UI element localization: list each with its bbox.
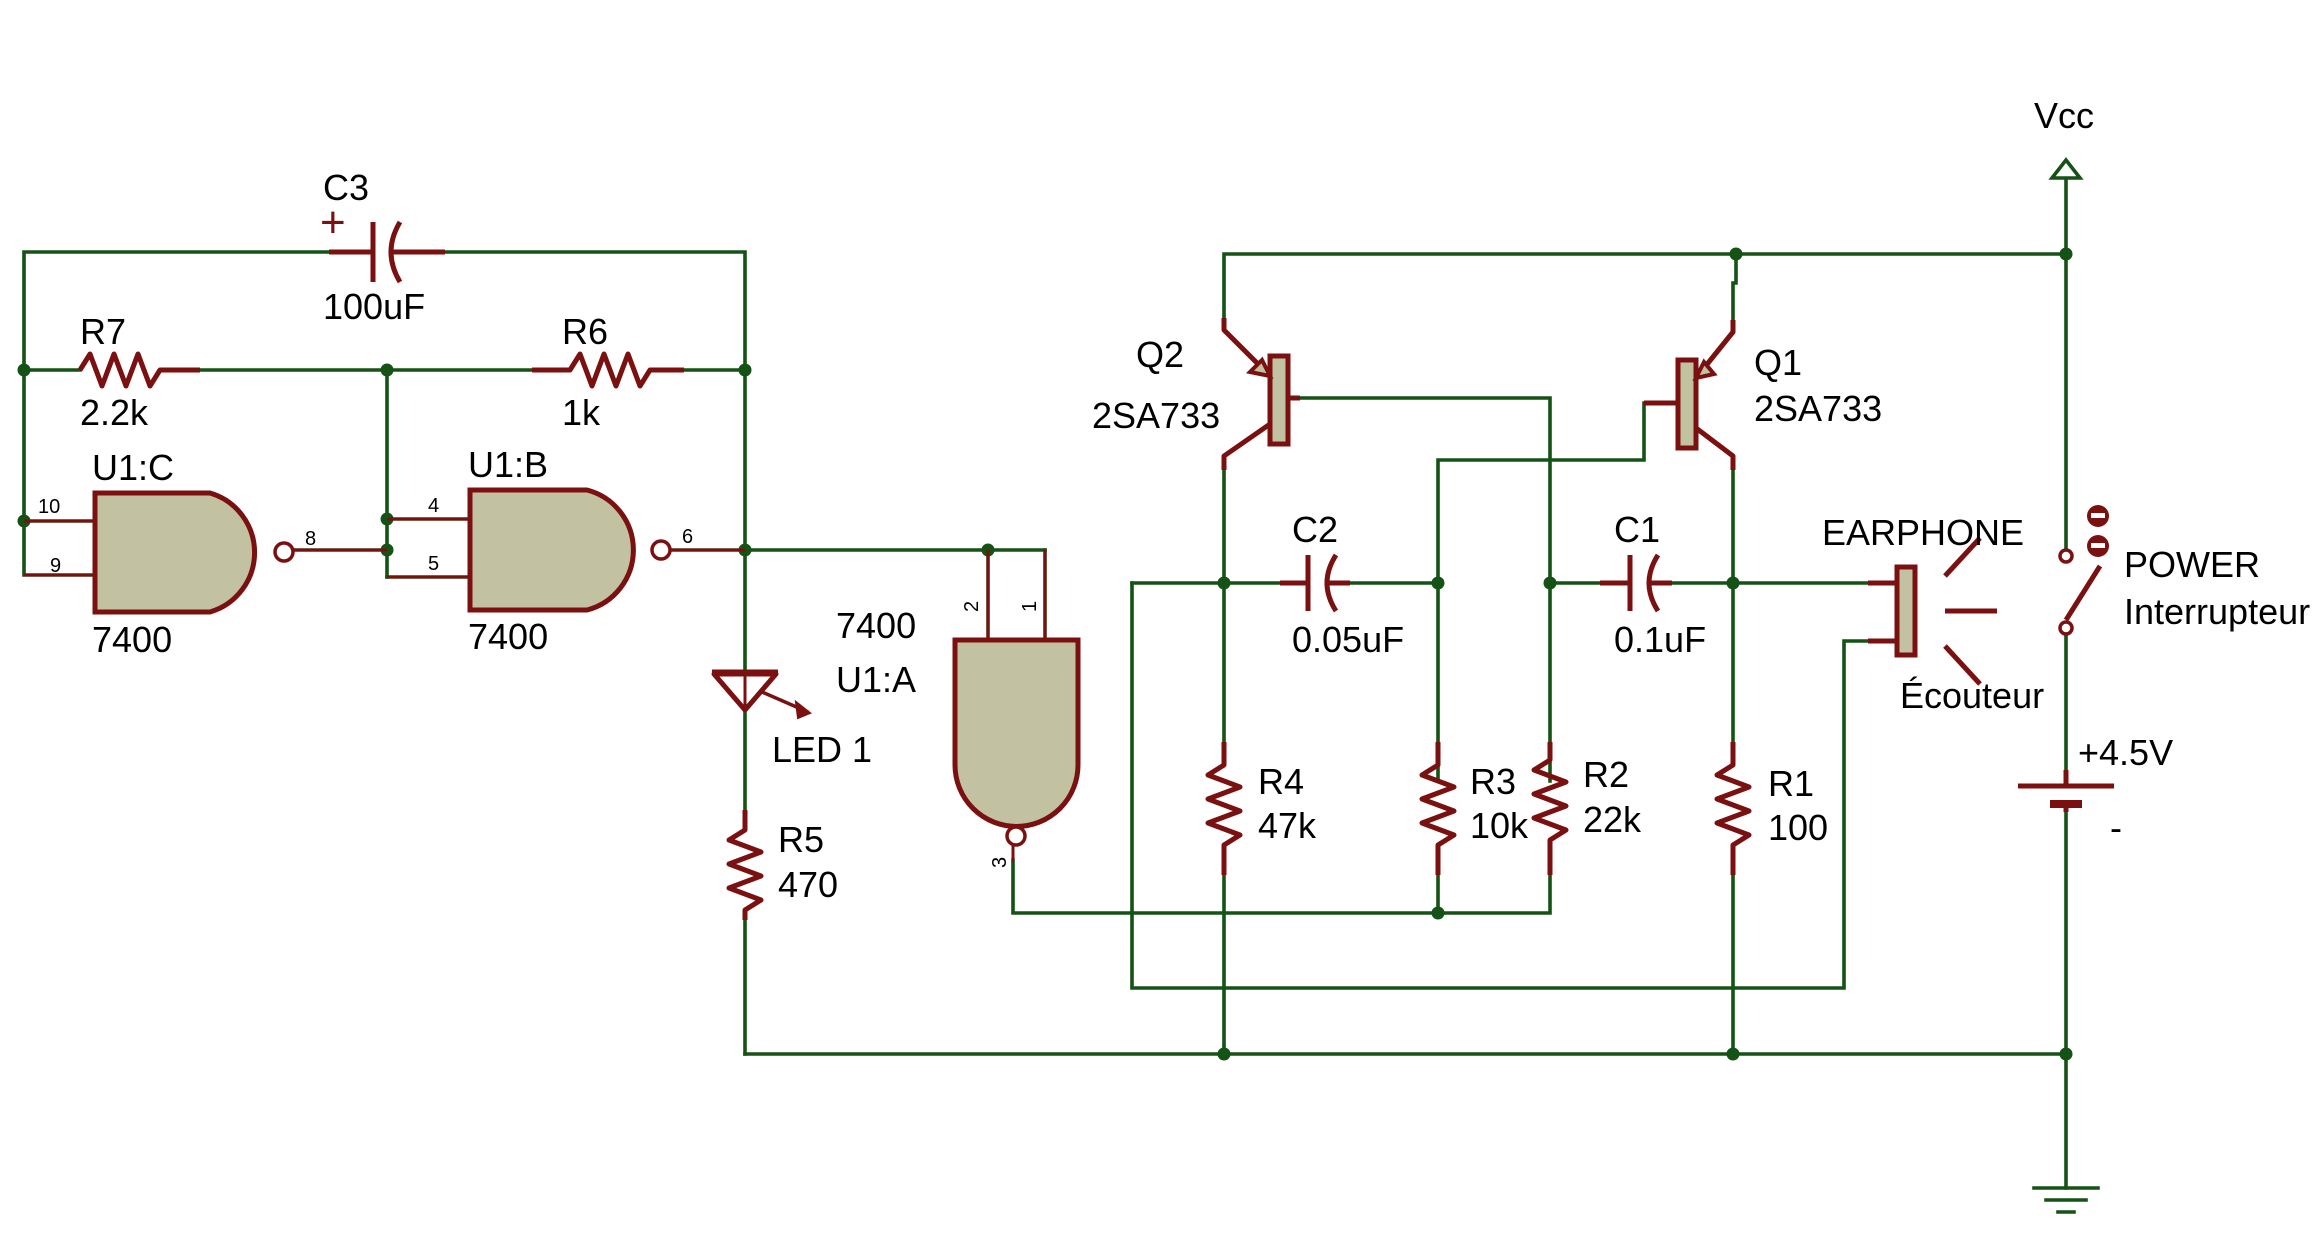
r2-value-label: 22k — [1583, 799, 1642, 840]
u1b-name-label: U1:B — [468, 444, 548, 485]
resistor-r1: R1 100 — [1714, 742, 1828, 875]
u1c-pin-8: 8 — [305, 528, 316, 550]
power-switch: POWER Interrupteur — [2058, 505, 2310, 636]
nand-gate-u1b: 4 5 6 U1:B 7400 — [387, 444, 745, 657]
r6-value-label: 1k — [562, 392, 601, 433]
q1-part-label: 2SA733 — [1754, 388, 1882, 429]
resistor-r3: R3 10k — [1419, 742, 1529, 875]
u1a-part-label: 7400 — [836, 605, 916, 646]
r4-value-label: 47k — [1258, 805, 1317, 846]
u1c-pin-10: 10 — [38, 496, 60, 518]
nand-gate-u1c: 10 9 8 U1:C 7400 — [24, 447, 387, 660]
switch-name-label: POWER — [2124, 544, 2260, 585]
r1-name-label: R1 — [1768, 763, 1814, 804]
earphone: EARPHONE Écouteur — [1822, 512, 2044, 716]
resistor-r4: R4 47k — [1205, 742, 1317, 875]
c2-value-label: 0.05uF — [1292, 619, 1404, 660]
vcc-label: Vcc — [2034, 95, 2094, 136]
r7-value-label: 2.2k — [80, 392, 149, 433]
u1b-pin-4: 4 — [428, 495, 439, 517]
vcc-terminal: Vcc — [2034, 95, 2094, 180]
led1-name-label: LED 1 — [772, 729, 872, 770]
resistor-r7: R7 2.2k — [77, 311, 200, 433]
q1-name-label: Q1 — [1754, 342, 1802, 383]
c1-value-label: 0.1uF — [1614, 619, 1706, 660]
c2-name-label: C2 — [1292, 509, 1338, 550]
ground-symbol — [2032, 1186, 2100, 1214]
led-1: LED 1 — [711, 669, 872, 770]
earphone-french-label: Écouteur — [1900, 675, 2044, 716]
r3-name-label: R3 — [1470, 761, 1516, 802]
capacitor-c3: + C3 100uF — [320, 167, 445, 327]
capacitor-c2: C2 0.05uF — [1280, 509, 1404, 660]
r4-name-label: R4 — [1258, 761, 1304, 802]
u1c-part-label: 7400 — [92, 619, 172, 660]
u1b-pin-6: 6 — [682, 526, 693, 548]
u1c-pin-9: 9 — [50, 555, 61, 577]
switch-french-label: Interrupteur — [2124, 591, 2310, 632]
c3-value-label: 100uF — [323, 286, 425, 327]
c3-polarity-plus: + — [320, 198, 346, 247]
resistor-r2: R2 22k — [1531, 742, 1642, 875]
u1b-part-label: 7400 — [468, 616, 548, 657]
u1c-name-label: U1:C — [92, 447, 174, 488]
transistor-q1: Q1 2SA733 — [1644, 320, 1882, 470]
q2-name-label: Q2 — [1136, 334, 1184, 375]
u1b-pin-5: 5 — [428, 553, 439, 575]
transistor-q2: Q2 2SA733 — [1092, 318, 1300, 470]
battery-minus-label: - — [2110, 807, 2122, 848]
nand-gate-u1a: 2 1 3 7400 U1:A — [836, 550, 1081, 868]
u1a-name-label: U1:A — [836, 659, 916, 700]
u1a-pin-1: 1 — [1019, 601, 1041, 612]
r7-name-label: R7 — [80, 311, 126, 352]
resistor-r5: R5 470 — [726, 810, 838, 920]
battery: +4.5V - — [2018, 732, 2173, 848]
wires — [22, 176, 2068, 1190]
r5-value-label: 470 — [778, 864, 838, 905]
u1a-pin-2: 2 — [961, 601, 983, 612]
c3-name-label: C3 — [323, 167, 369, 208]
battery-value-label: +4.5V — [2078, 732, 2173, 773]
u1a-pin-3: 3 — [989, 857, 1011, 868]
earphone-name-label: EARPHONE — [1822, 512, 2024, 553]
q2-part-label: 2SA733 — [1092, 395, 1220, 436]
r2-name-label: R2 — [1583, 754, 1629, 795]
r3-value-label: 10k — [1470, 805, 1529, 846]
capacitor-c1: C1 0.1uF — [1600, 509, 1706, 660]
r1-value-label: 100 — [1768, 807, 1828, 848]
resistor-r6: R6 1k — [532, 311, 684, 433]
r6-name-label: R6 — [562, 311, 608, 352]
r5-name-label: R5 — [778, 819, 824, 860]
c1-name-label: C1 — [1614, 509, 1660, 550]
